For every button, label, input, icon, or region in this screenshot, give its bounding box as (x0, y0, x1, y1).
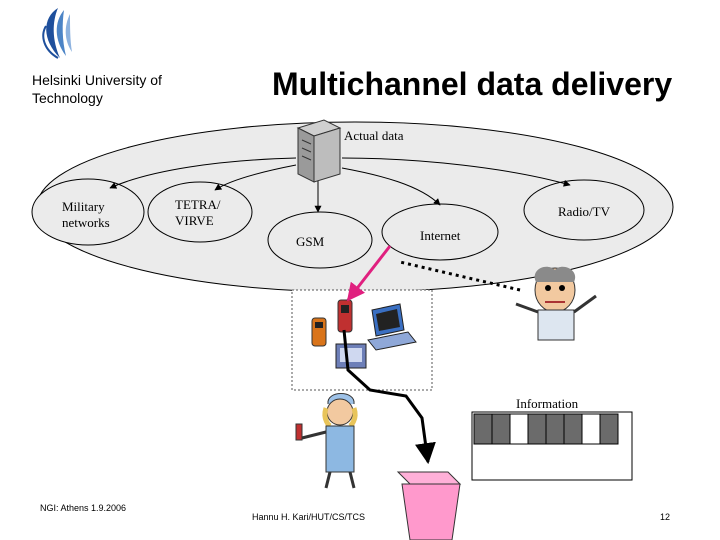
bin-icon (396, 471, 462, 540)
devices-icon (311, 299, 417, 369)
gsm-label: GSM (296, 234, 325, 249)
gsm-to-phone-arrow (346, 245, 392, 302)
information-label: Information (516, 396, 579, 411)
tetra-label-line2: VIRVE (175, 213, 214, 228)
information-block (581, 413, 601, 445)
radio-bubble (523, 179, 645, 241)
footer-author: Hannu H. Kari/HUT/CS/TCS (252, 512, 366, 522)
page-number: 12 (660, 512, 671, 522)
university-name: Helsinki University of Technology (32, 72, 162, 106)
military-label: Military networks (62, 199, 110, 231)
military-label-line2: networks (62, 215, 110, 230)
actual-data-label: Actual data (344, 128, 404, 143)
slide-title: Multichannel data delivery (272, 66, 673, 102)
information-block (473, 413, 493, 445)
military-bubble (31, 178, 145, 246)
information-block (491, 413, 511, 445)
nurse-icon (295, 393, 358, 489)
internet-label: Internet (420, 228, 461, 243)
radio-label: Radio/TV (558, 204, 610, 219)
scientist-icon (515, 266, 597, 341)
information-block (509, 413, 529, 445)
footer-event: NGI: Athens 1.9.2006 (40, 503, 127, 513)
military-label-line1: Military (62, 199, 105, 214)
server-icon (296, 119, 342, 183)
information-block (563, 413, 583, 445)
device-to-bin-line (342, 329, 436, 465)
information-block (527, 413, 547, 445)
information-blocks (473, 413, 619, 445)
university-logo-icon (42, 8, 72, 59)
distribution-arrows (109, 157, 571, 213)
information-block (599, 413, 619, 445)
tetra-label-line1: TETRA/ (175, 197, 221, 212)
tetra-label: TETRA/ VIRVE (175, 197, 221, 229)
tetra-bubble (147, 181, 253, 243)
information-block (545, 413, 565, 445)
